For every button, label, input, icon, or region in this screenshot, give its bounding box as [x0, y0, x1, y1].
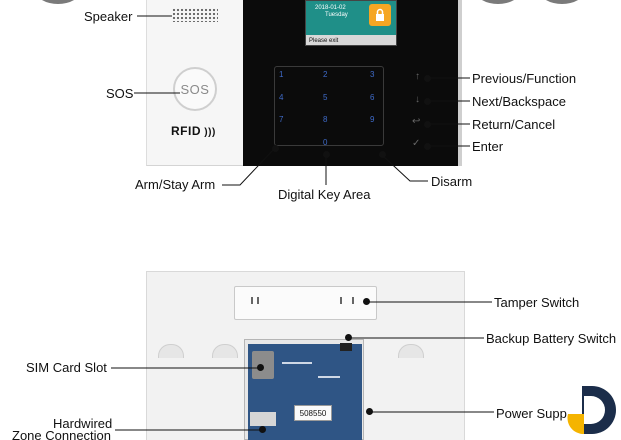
pcb-trace-2	[318, 376, 340, 378]
label-power-supply: Power Supp	[496, 406, 567, 421]
label-arm-stay-arm: Arm/Stay Arm	[135, 177, 216, 192]
pcb-trace-1	[282, 362, 312, 364]
control-panel-left-face	[146, 0, 244, 166]
logo-icon	[567, 386, 616, 435]
callout-dot-sim	[257, 364, 264, 371]
screen-date-block: 2018-01-02 Tuesday	[315, 5, 348, 19]
enter-key-icon[interactable]: ✓	[412, 138, 421, 149]
callout-dot-power	[366, 408, 373, 415]
speaker-grille-icon	[172, 8, 218, 22]
label-zone-connection: Zone Connection	[12, 428, 112, 440]
label-tamper-switch: Tamper Switch	[494, 295, 580, 310]
return-key-icon[interactable]: ↩	[412, 116, 421, 127]
label-digital-key-area: Digital Key Area	[278, 187, 371, 202]
callout-dot-enter	[424, 143, 431, 150]
tamper-switch-pins-right-2	[352, 297, 354, 304]
callout-dot-return	[424, 121, 431, 128]
callout-dot-previous	[424, 75, 431, 82]
device-corner-circle-right-1	[476, 0, 520, 4]
sos-button-icon[interactable]: SOS	[173, 67, 217, 111]
tamper-switch-pins-right	[340, 297, 342, 304]
device-corner-circle-right-2	[540, 0, 584, 4]
control-panel-edge	[458, 0, 462, 166]
key-1[interactable]: 1	[279, 70, 284, 79]
tamper-switch-pins-left	[251, 297, 253, 304]
label-return-cancel: Return/Cancel	[472, 117, 556, 132]
label-next-backspace: Next/Backspace	[472, 94, 566, 109]
bottom-callout-lines	[111, 301, 494, 431]
label-speaker: Speaker	[84, 9, 133, 24]
label-sim-card-slot: SIM Card Slot	[26, 360, 107, 375]
screen-day: Tuesday	[325, 12, 348, 18]
callout-dot-arm	[272, 145, 279, 152]
callout-dot-hardwired	[259, 426, 266, 433]
zone-terminal-block	[250, 412, 276, 426]
pcb-serial-sticker: 508550	[294, 405, 332, 421]
rfid-mark: RFID )))	[171, 124, 216, 138]
key-6[interactable]: 6	[370, 93, 375, 102]
key-2[interactable]: 2	[323, 70, 328, 79]
keypad-area[interactable]	[274, 66, 384, 146]
rfid-waves-icon: )))	[201, 127, 216, 138]
key-0[interactable]: 0	[323, 138, 328, 147]
tamper-switch-pins-left-2	[257, 297, 259, 304]
key-9[interactable]: 9	[370, 115, 375, 124]
screen-status-bar: Please exit	[306, 35, 396, 45]
next-key-icon[interactable]: ↓	[415, 94, 420, 105]
device-corner-circle-left	[36, 0, 80, 4]
battery-switch-component	[340, 343, 352, 351]
key-7[interactable]: 7	[279, 115, 284, 124]
callout-dot-next	[424, 98, 431, 105]
label-sos: SOS	[106, 86, 134, 101]
key-4[interactable]: 4	[279, 93, 284, 102]
key-8[interactable]: 8	[323, 115, 328, 124]
sos-button-text: SOS	[180, 81, 210, 97]
label-enter: Enter	[472, 139, 504, 154]
key-5[interactable]: 5	[323, 93, 328, 102]
label-hardwired: Hardwired	[53, 416, 113, 431]
screen-exit-text: Please exit	[309, 38, 339, 44]
label-previous-function: Previous/Function	[472, 71, 577, 86]
callout-dot-battery	[345, 334, 352, 341]
lock-icon	[369, 4, 391, 26]
label-disarm: Disarm	[431, 174, 473, 189]
callout-dot-tamper	[363, 298, 370, 305]
callout-dot-keypad	[323, 151, 330, 158]
pcb-serial-text: 508550	[299, 408, 327, 418]
lcd-screen: 2018-01-02 Tuesday Please exit	[305, 0, 397, 46]
rfid-text: RFID	[171, 124, 201, 138]
label-backup-battery-switch: Backup Battery Switch	[486, 331, 617, 346]
screen-date: 2018-01-02	[315, 5, 346, 11]
top-callout-lines	[134, 15, 470, 186]
previous-key-icon[interactable]: ↑	[415, 71, 420, 82]
key-3[interactable]: 3	[370, 70, 375, 79]
callout-dot-disarm	[379, 151, 386, 158]
